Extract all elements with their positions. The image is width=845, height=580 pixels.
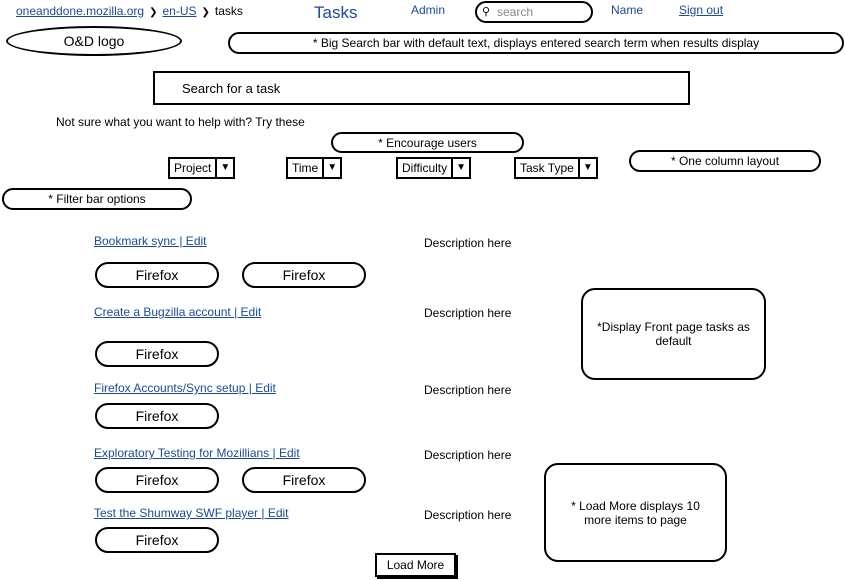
load-more-button[interactable]: Load More bbox=[375, 553, 456, 577]
dropdown-arrow-icon: ▼ bbox=[327, 162, 338, 173]
user-name[interactable]: Name bbox=[611, 3, 644, 17]
task-search-placeholder: Search for a task bbox=[182, 81, 281, 96]
breadcrumb-current: tasks bbox=[214, 4, 243, 18]
tag-pill[interactable]: Firefox bbox=[95, 262, 219, 288]
logo: O&D logo bbox=[6, 26, 182, 56]
tag-label: Firefox bbox=[135, 408, 179, 424]
note-text: * Big Search bar with default text, disp… bbox=[312, 36, 760, 50]
filter-task-type[interactable]: Task Type▼ bbox=[514, 157, 598, 179]
tag-label: Firefox bbox=[135, 532, 179, 548]
dropdown-arrow-icon: ▼ bbox=[582, 162, 593, 173]
tag-label: Firefox bbox=[282, 267, 326, 283]
note-search: * Big Search bar with default text, disp… bbox=[228, 32, 844, 54]
dropdown-arrow-icon: ▼ bbox=[220, 162, 231, 173]
filter-project[interactable]: Project▼ bbox=[168, 157, 236, 179]
dropdown-arrow-icon: ▼ bbox=[456, 162, 467, 173]
filter-label: Project bbox=[170, 159, 218, 177]
load-more-label: Load More bbox=[386, 558, 445, 572]
tag-pill[interactable]: Firefox bbox=[95, 403, 219, 429]
prompt-text: Not sure what you want to help with? Try… bbox=[56, 115, 305, 129]
task-description: Description here bbox=[424, 236, 512, 250]
tag-label: Firefox bbox=[282, 472, 326, 488]
tag-pill[interactable]: Firefox bbox=[95, 467, 219, 493]
filter-time[interactable]: Time▼ bbox=[286, 157, 343, 179]
breadcrumb-locale[interactable]: en-US bbox=[162, 4, 197, 18]
breadcrumb: oneanddone.mozilla.org ❯ en-US ❯ tasks bbox=[16, 4, 243, 18]
logo-text: O&D logo bbox=[63, 33, 125, 49]
note-text: *Display Front page tasks as default bbox=[597, 320, 750, 348]
note-load-more: * Load More displays 10 more items to pa… bbox=[544, 463, 727, 562]
filter-label: Difficulty bbox=[398, 159, 454, 177]
task-link[interactable]: Create a Bugzilla account | Edit bbox=[94, 305, 262, 319]
search-icon: ⚲ bbox=[482, 6, 491, 18]
task-link[interactable]: Bookmark sync | Edit bbox=[94, 234, 207, 248]
tag-pill[interactable]: Firefox bbox=[95, 341, 219, 367]
tag-pill[interactable]: Firefox bbox=[242, 262, 366, 288]
filter-difficulty[interactable]: Difficulty▼ bbox=[396, 157, 472, 179]
task-description: Description here bbox=[424, 306, 512, 320]
filter-label: Task Type bbox=[516, 159, 580, 177]
task-link[interactable]: Test the Shumway SWF player | Edit bbox=[94, 506, 289, 520]
note-text: * One column layout bbox=[670, 154, 780, 168]
task-description: Description here bbox=[424, 448, 512, 462]
tag-label: Firefox bbox=[135, 472, 179, 488]
tag-pill[interactable]: Firefox bbox=[242, 467, 366, 493]
tag-pill[interactable]: Firefox bbox=[95, 527, 219, 553]
header-search-input[interactable]: ⚲ search bbox=[475, 1, 593, 23]
note-filter: * Filter bar options bbox=[2, 188, 192, 210]
sign-out-link[interactable]: Sign out bbox=[679, 3, 724, 17]
chevron-right-icon: ❯ bbox=[201, 7, 210, 18]
filter-label: Time bbox=[288, 159, 325, 177]
note-one-column: * One column layout bbox=[629, 150, 821, 172]
note-encourage: * Encourage users bbox=[331, 132, 524, 153]
breadcrumb-home[interactable]: oneanddone.mozilla.org bbox=[16, 4, 145, 18]
note-text: * Encourage users bbox=[378, 135, 477, 150]
note-front-page: *Display Front page tasks as default bbox=[581, 288, 766, 380]
task-link[interactable]: Exploratory Testing for Mozillians | Edi… bbox=[94, 446, 300, 460]
chevron-right-icon: ❯ bbox=[149, 7, 158, 18]
task-description: Description here bbox=[424, 383, 512, 397]
task-link[interactable]: Firefox Accounts/Sync setup | Edit bbox=[94, 381, 276, 395]
search-placeholder: search bbox=[497, 5, 534, 19]
page-title: Tasks bbox=[314, 3, 358, 22]
note-text: * Filter bar options bbox=[48, 192, 146, 206]
task-description: Description here bbox=[424, 508, 512, 522]
tag-label: Firefox bbox=[135, 346, 179, 362]
note-text: * Load More displays 10 more items to pa… bbox=[571, 498, 700, 527]
tag-label: Firefox bbox=[135, 267, 179, 283]
admin-link[interactable]: Admin bbox=[411, 3, 446, 17]
task-search-input[interactable]: Search for a task bbox=[153, 71, 690, 105]
